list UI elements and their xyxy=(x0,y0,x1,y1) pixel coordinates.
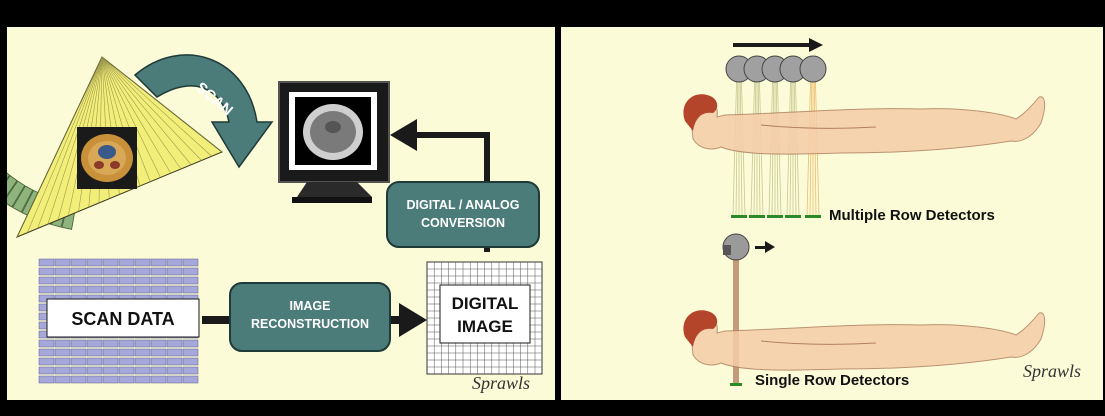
signature-right: Sprawls xyxy=(1023,361,1081,381)
scan-data-label-box: SCAN DATA xyxy=(47,299,199,337)
ct-process-panel: SCAN DIGITAL / ANALOG CONVERSION SCAN DA… xyxy=(7,27,555,400)
digital-analog-conversion-box: DIGITAL / ANALOG CONVERSION xyxy=(387,182,539,247)
multiple-row-label: Multiple Row Detectors xyxy=(829,207,995,224)
digital-image-label-box: DIGITAL IMAGE xyxy=(440,285,530,343)
digital-image-label-line2: IMAGE xyxy=(457,317,513,336)
image-reconstruction-box: IMAGE RECONSTRUCTION xyxy=(230,283,390,351)
motion-arrow-single xyxy=(755,241,775,253)
reconstruction-label-line1: IMAGE xyxy=(290,299,331,313)
single-row-detector xyxy=(730,383,742,386)
single-row-label: Single Row Detectors xyxy=(755,372,909,389)
motion-arrow-top xyxy=(733,38,823,52)
reconstruction-label-line2: RECONSTRUCTION xyxy=(251,317,369,331)
patient-cross-section xyxy=(77,127,137,189)
multi-row-detectors xyxy=(731,215,821,218)
conversion-label-line1: DIGITAL / ANALOG xyxy=(407,198,520,212)
scan-data-label: SCAN DATA xyxy=(71,309,174,329)
conversion-label-line2: CONVERSION xyxy=(421,216,505,230)
detector-comparison-panel: Multiple Row Detectors Single Row Detect… xyxy=(561,27,1103,400)
digital-image-label-line1: DIGITAL xyxy=(452,294,519,313)
signature-left: Sprawls xyxy=(472,373,530,393)
monitor-icon xyxy=(279,82,389,203)
multi-row-xray-tubes xyxy=(726,56,826,82)
